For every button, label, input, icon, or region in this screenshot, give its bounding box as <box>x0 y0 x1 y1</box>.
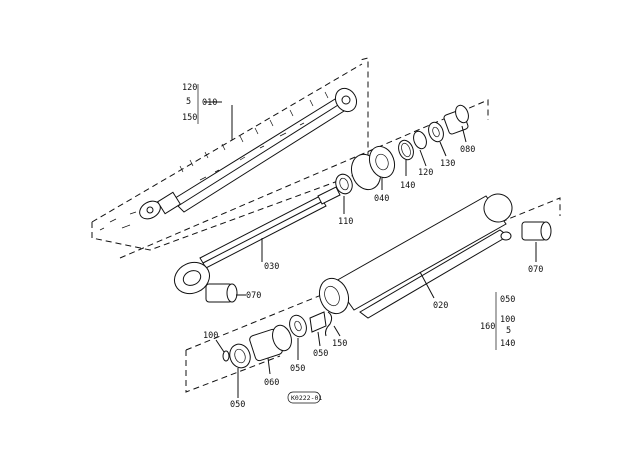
callout-030: 030 <box>264 262 279 272</box>
range-right-prefix: 160 <box>480 322 495 332</box>
range-right-1: 100 <box>500 315 515 325</box>
range-right-0: 050 <box>500 295 515 305</box>
callout-100: 100 <box>203 331 218 341</box>
cylinder-assembly-010 <box>99 87 358 231</box>
bushing-070-right <box>521 221 552 262</box>
range-right-3: 140 <box>500 339 515 349</box>
range-top-left-end: 150 <box>182 113 197 123</box>
callout-010: 010 <box>202 98 217 108</box>
piston-parts <box>215 311 341 398</box>
bushing-070-left <box>205 283 246 303</box>
callout-110: 110 <box>338 217 353 227</box>
callout-050b: 050 <box>230 400 245 410</box>
callout-120: 120 <box>418 168 433 178</box>
range-top-left-start: 120 <box>182 83 197 93</box>
callout-040: 040 <box>374 194 389 204</box>
boundary-lines <box>91 57 561 393</box>
callout-130: 130 <box>440 159 455 169</box>
drawing-stamp: K0222-01 <box>287 391 322 404</box>
range-top-left-sep: 5 <box>186 97 191 107</box>
callout-labels: 010 020 030 040 050 050 050 060 070 070 … <box>202 98 543 410</box>
rod-end-parts <box>335 104 469 214</box>
callout-080: 080 <box>460 145 475 155</box>
cylinder-tube-020 <box>318 193 513 319</box>
range-right: 160 050 100 5 140 <box>480 292 515 350</box>
callout-020: 020 <box>433 301 448 311</box>
callout-050c: 050 <box>313 349 328 359</box>
callout-070b: 070 <box>528 265 543 275</box>
range-right-2: 5 <box>506 326 511 336</box>
callout-150: 150 <box>332 339 347 349</box>
stamp-text: K0222-01 <box>291 394 322 402</box>
callout-140: 140 <box>400 181 415 191</box>
range-top-left: 120 5 150 <box>182 83 199 124</box>
callout-060: 060 <box>264 378 279 388</box>
piston-rod-030 <box>173 186 341 295</box>
callout-070a: 070 <box>246 291 261 301</box>
callout-050a: 050 <box>290 364 305 374</box>
